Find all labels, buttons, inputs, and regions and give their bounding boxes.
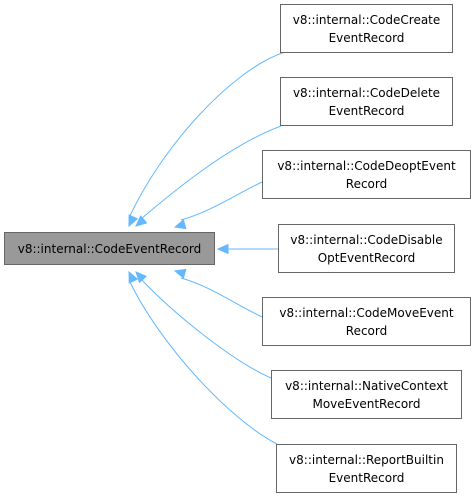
- derived-class-label-line2: EventRecord: [329, 471, 405, 485]
- inheritance-edge: [140, 125, 282, 220]
- derived-class-node-report-builtin[interactable]: v8::internal::ReportBuiltin EventRecord: [276, 444, 457, 493]
- derived-class-label-line1: v8::internal::CodeCreate: [293, 13, 441, 27]
- inheritance-edge: [128, 279, 278, 445]
- derived-class-box: [276, 444, 457, 493]
- inheritance-edges: [128, 51, 286, 445]
- derived-class-box: [262, 297, 471, 346]
- arrowhead-icon: [216, 243, 229, 255]
- derived-class-node-code-delete[interactable]: v8::internal::CodeDelete EventRecord: [280, 77, 453, 126]
- inheritance-edge: [128, 51, 286, 219]
- derived-class-label-line2: OptEventRecord: [318, 251, 416, 265]
- derived-class-box: [280, 4, 453, 53]
- derived-class-label-line1: v8::internal::CodeDelete: [293, 86, 440, 100]
- arrowhead-icon: [173, 268, 187, 279]
- base-class-box: [4, 232, 215, 265]
- derived-class-node-code-move[interactable]: v8::internal::CodeMoveEvent Record: [262, 297, 471, 346]
- base-class-label: v8::internal::CodeEventRecord: [18, 242, 202, 256]
- derived-class-label-line1: v8::internal::CodeMoveEvent: [279, 306, 454, 320]
- derived-class-label-line1: v8::internal::ReportBuiltin: [289, 453, 444, 467]
- derived-class-node-code-create[interactable]: v8::internal::CodeCreate EventRecord: [280, 4, 453, 53]
- derived-class-box: [278, 224, 455, 273]
- derived-class-label-line2: Record: [346, 324, 387, 338]
- derived-class-node-code-disable-opt[interactable]: v8::internal::CodeDisable OptEventRecord: [278, 224, 455, 273]
- derived-class-box: [262, 150, 471, 199]
- arrowhead-icon: [128, 214, 139, 228]
- inheritance-edge: [140, 278, 272, 379]
- derived-class-label-line1: v8::internal::NativeContext: [285, 379, 448, 393]
- derived-class-label-line2: EventRecord: [329, 31, 405, 45]
- derived-class-box: [271, 370, 462, 419]
- base-class-node[interactable]: v8::internal::CodeEventRecord: [4, 232, 215, 265]
- derived-class-node-native-context-move[interactable]: v8::internal::NativeContext MoveEventRec…: [271, 370, 462, 419]
- derived-class-label-line1: v8::internal::CodeDeoptEvent: [277, 159, 456, 173]
- derived-class-label-line2: MoveEventRecord: [312, 397, 420, 411]
- derived-class-label-line2: EventRecord: [329, 104, 405, 118]
- arrowhead-icon: [135, 271, 148, 284]
- derived-class-node-code-deopt[interactable]: v8::internal::CodeDeoptEvent Record: [262, 150, 471, 199]
- inheritance-edge: [180, 181, 263, 221]
- derived-class-label-line2: Record: [346, 177, 387, 191]
- arrowhead-icon: [128, 270, 139, 284]
- inheritance-edge: [180, 277, 263, 318]
- derived-class-label-line1: v8::internal::CodeDisable: [290, 233, 442, 247]
- derived-class-box: [280, 77, 453, 126]
- arrowhead-icon: [135, 215, 148, 227]
- arrowhead-icon: [173, 219, 187, 230]
